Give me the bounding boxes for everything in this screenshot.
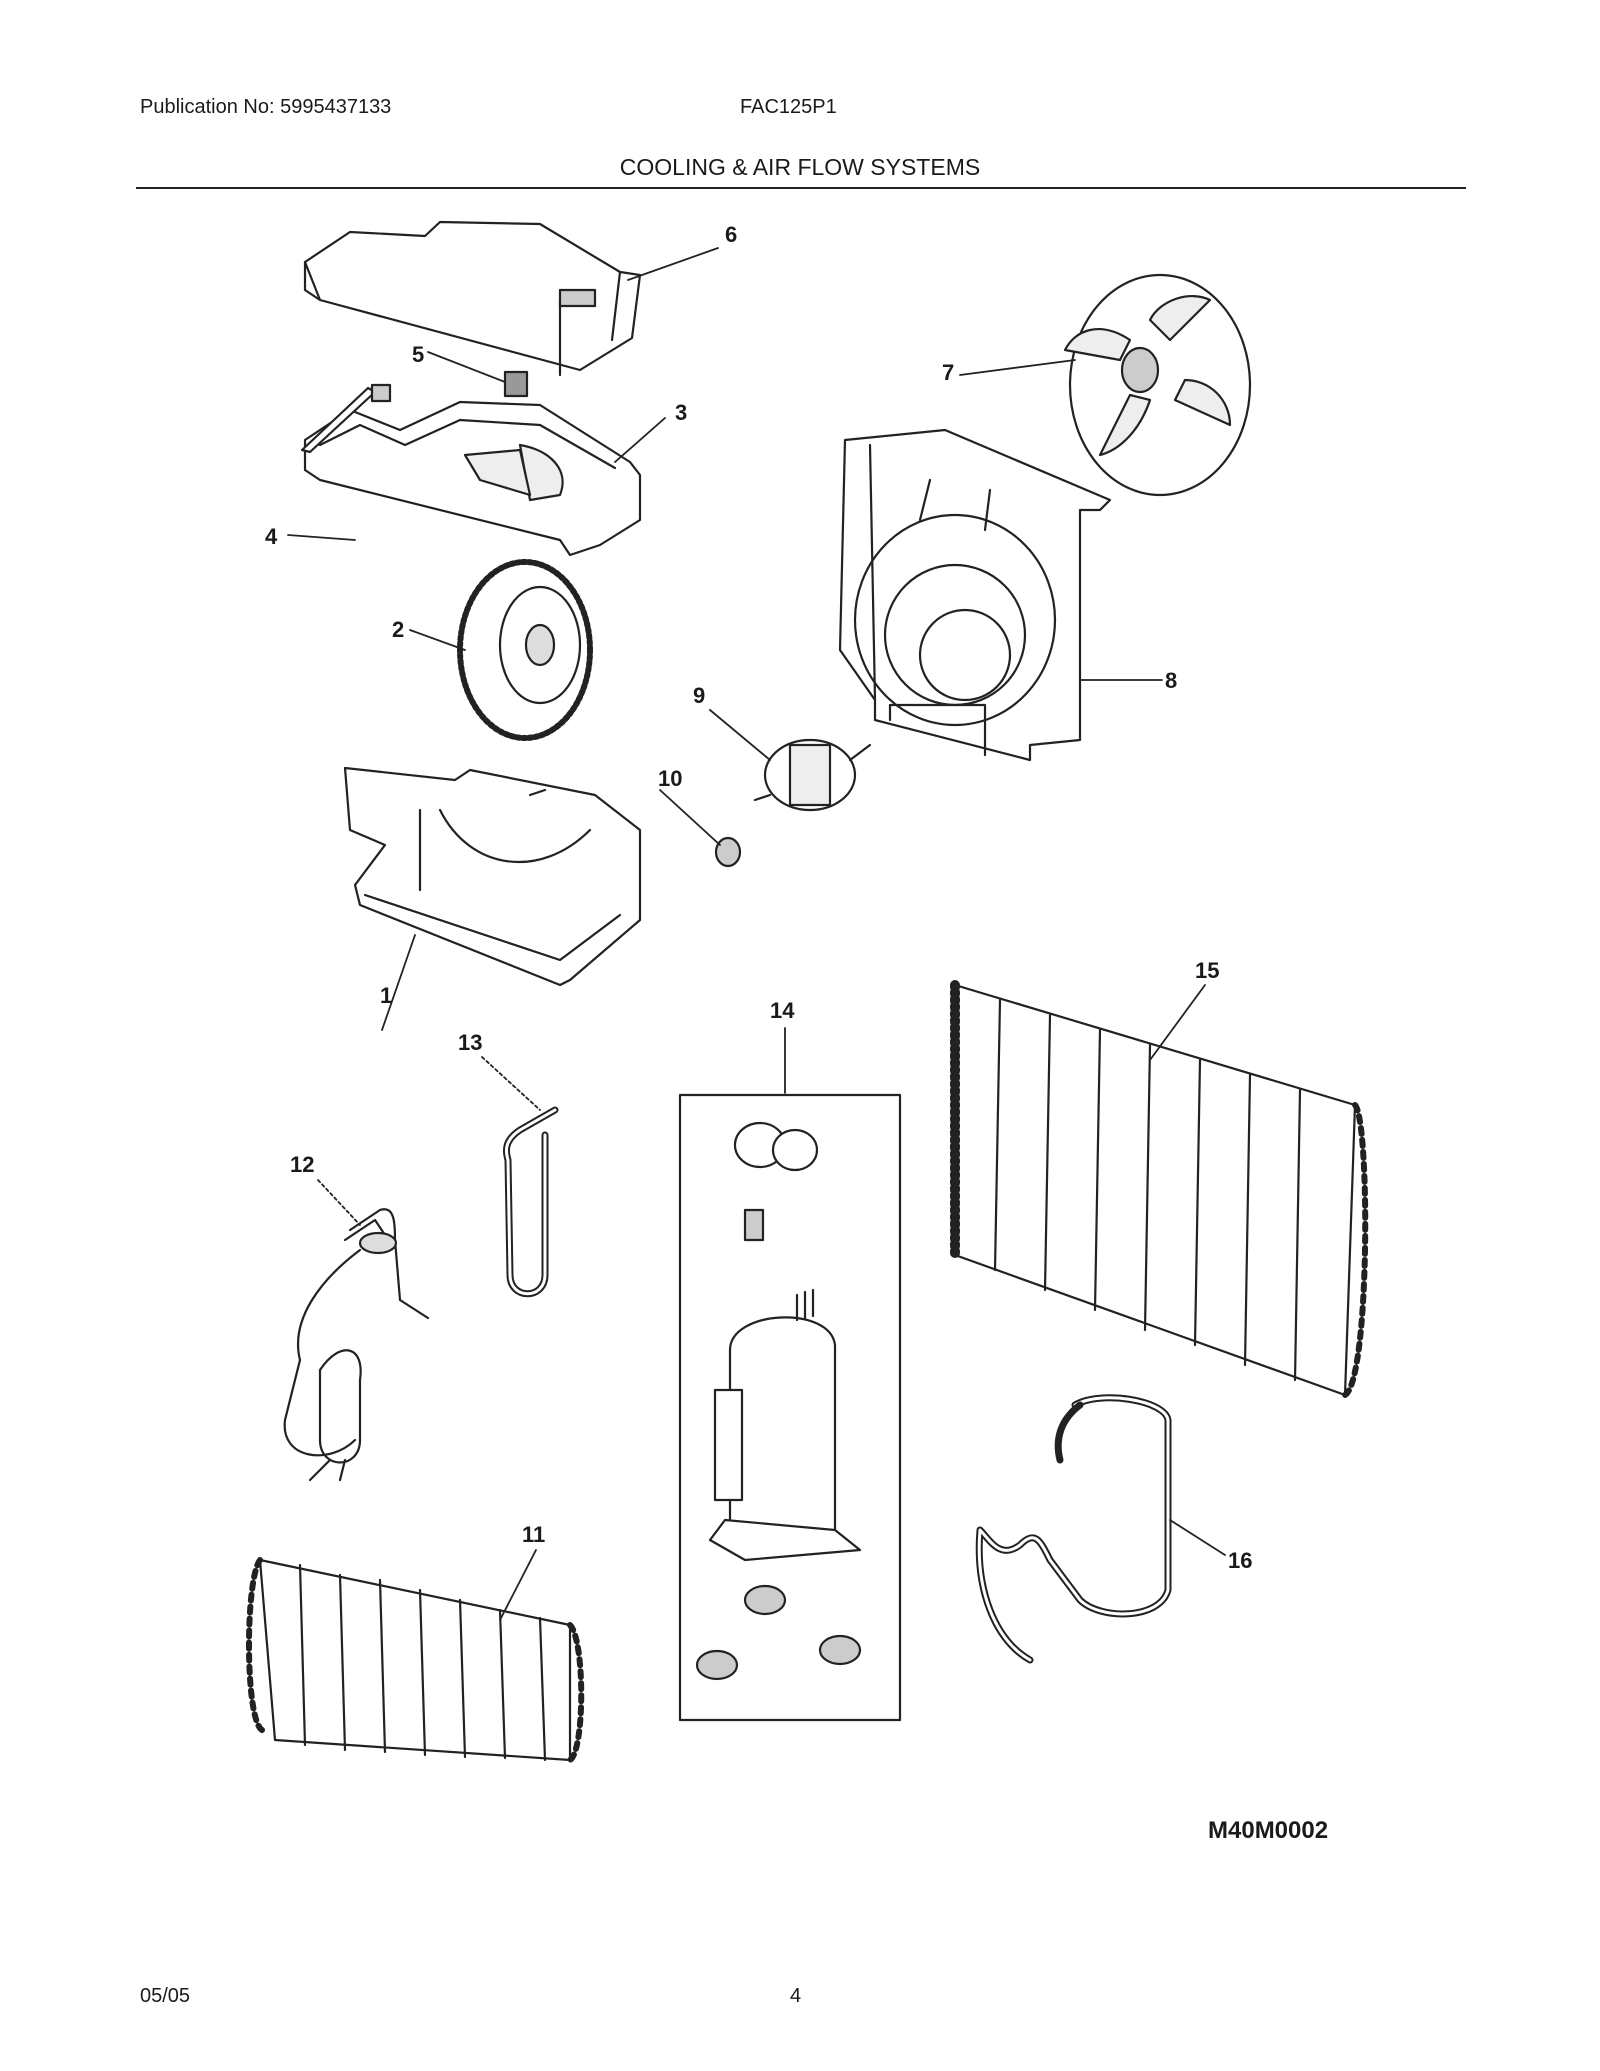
part-6-cover	[303, 220, 642, 377]
callout-16: 16	[1228, 1548, 1252, 1573]
callout-10: 10	[658, 766, 682, 791]
callout-12: 12	[290, 1152, 314, 1177]
callout-4: 4	[265, 524, 278, 549]
callout-14: 14	[770, 998, 795, 1023]
page-number: 4	[790, 1985, 802, 2007]
part-3-pan	[303, 400, 642, 557]
part-1-housing	[343, 766, 642, 987]
callout-3: 3	[675, 400, 687, 425]
callout-11: 11	[522, 1522, 545, 1547]
callout-7: 7	[942, 360, 954, 385]
part-4-sensor	[300, 383, 392, 454]
part-16-tube	[975, 1394, 1172, 1664]
part-15-condenser-coil	[950, 980, 1369, 1398]
model-number: FAC125P1	[740, 96, 837, 118]
part-11-evaporator-coil	[246, 1557, 585, 1763]
callout-13: 13	[458, 1030, 482, 1055]
footer-date: 05/05	[140, 1985, 191, 2007]
callout-9: 9	[693, 683, 705, 708]
part-9-motor	[753, 738, 872, 812]
part-14-kit-box	[678, 1093, 902, 1722]
part-5-switch	[503, 370, 529, 398]
section-title: COOLING & AIR FLOW SYSTEMS	[619, 154, 981, 180]
callout-8: 8	[1165, 668, 1177, 693]
leader-lines	[287, 247, 1226, 1621]
part-13-tube	[503, 1106, 559, 1298]
part-8-shroud	[838, 428, 1112, 762]
part-10-nut	[714, 836, 742, 868]
callout-15: 15	[1195, 958, 1219, 983]
callout-1: 1	[380, 983, 392, 1008]
publication-number: Publication No: 5995437133	[140, 96, 392, 118]
callout-6: 6	[725, 222, 737, 247]
callout-2: 2	[392, 617, 404, 642]
header-rule	[136, 187, 1466, 189]
part-2-blower-wheel	[457, 559, 593, 741]
part-12-cap-tube	[283, 1208, 430, 1482]
part-7-fan-blade	[1063, 273, 1252, 497]
diagram-code: M40M0002	[1208, 1817, 1328, 1844]
callout-5: 5	[412, 342, 424, 367]
